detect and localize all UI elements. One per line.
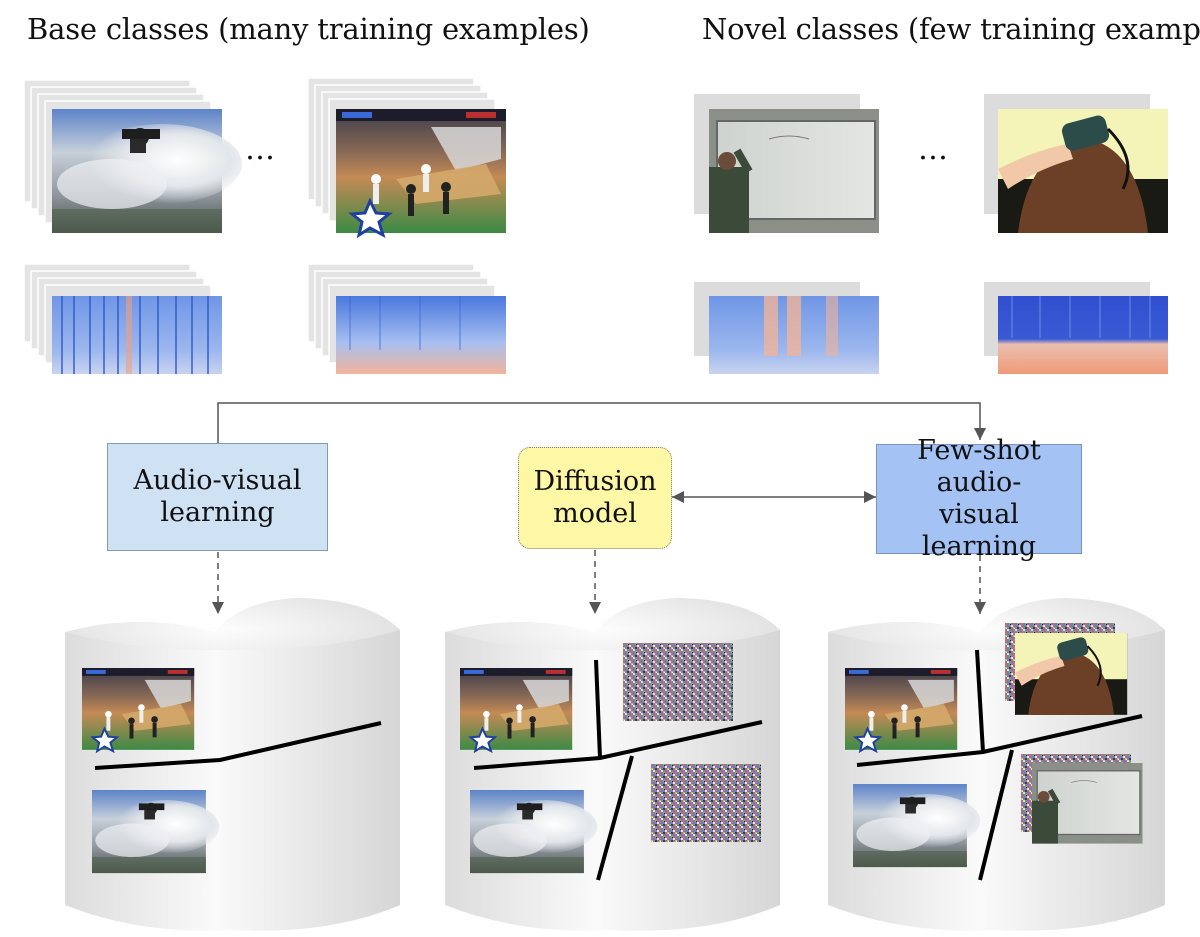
base-ellipsis: … (245, 132, 275, 167)
base-image-stack-1 (23, 79, 242, 233)
few-shot-learning-label: Few-shot audio-visual learning (917, 435, 1041, 562)
novel-image-stack-1 (694, 94, 880, 234)
base-spectrogram-stack-1 (23, 263, 222, 374)
decision-boundary (473, 659, 763, 881)
decision-boundary (856, 649, 1143, 881)
novel-ellipsis: … (918, 132, 948, 167)
embedding-space-base (65, 598, 400, 931)
hair-dryer-frame (996, 107, 1170, 235)
noise-sample (651, 764, 761, 842)
base-image-stack-2 (307, 77, 508, 237)
novel-spectrogram-stack-2 (984, 282, 1168, 374)
skydiving-frame (52, 109, 242, 233)
whiteboard-frame (708, 108, 880, 234)
audio-visual-learning-box: Audio-visual learning (107, 443, 328, 551)
audio-visual-learning-label: Audio-visual learning (133, 465, 302, 528)
embedding-space-diffusion (445, 598, 780, 931)
noise-sample (623, 643, 733, 721)
diffusion-model-box: Diffusion model (518, 447, 672, 549)
training-connector (217, 402, 986, 443)
base-spectrogram-stack-2 (307, 263, 506, 374)
base-classes-heading: Base classes (many training examples) (27, 12, 590, 46)
novel-spectrogram-stack-1 (694, 282, 879, 374)
novel-classes-heading: Novel classes (few training examples) (702, 12, 1200, 46)
few-shot-learning-box: Few-shot audio-visual learning (876, 435, 1082, 562)
novel-image-stack-2 (984, 94, 1170, 235)
decision-boundary (94, 721, 382, 770)
diffusion-model-label: Diffusion model (533, 466, 657, 529)
embedding-space-fewshot (828, 598, 1165, 931)
basketball-frame (334, 107, 508, 237)
